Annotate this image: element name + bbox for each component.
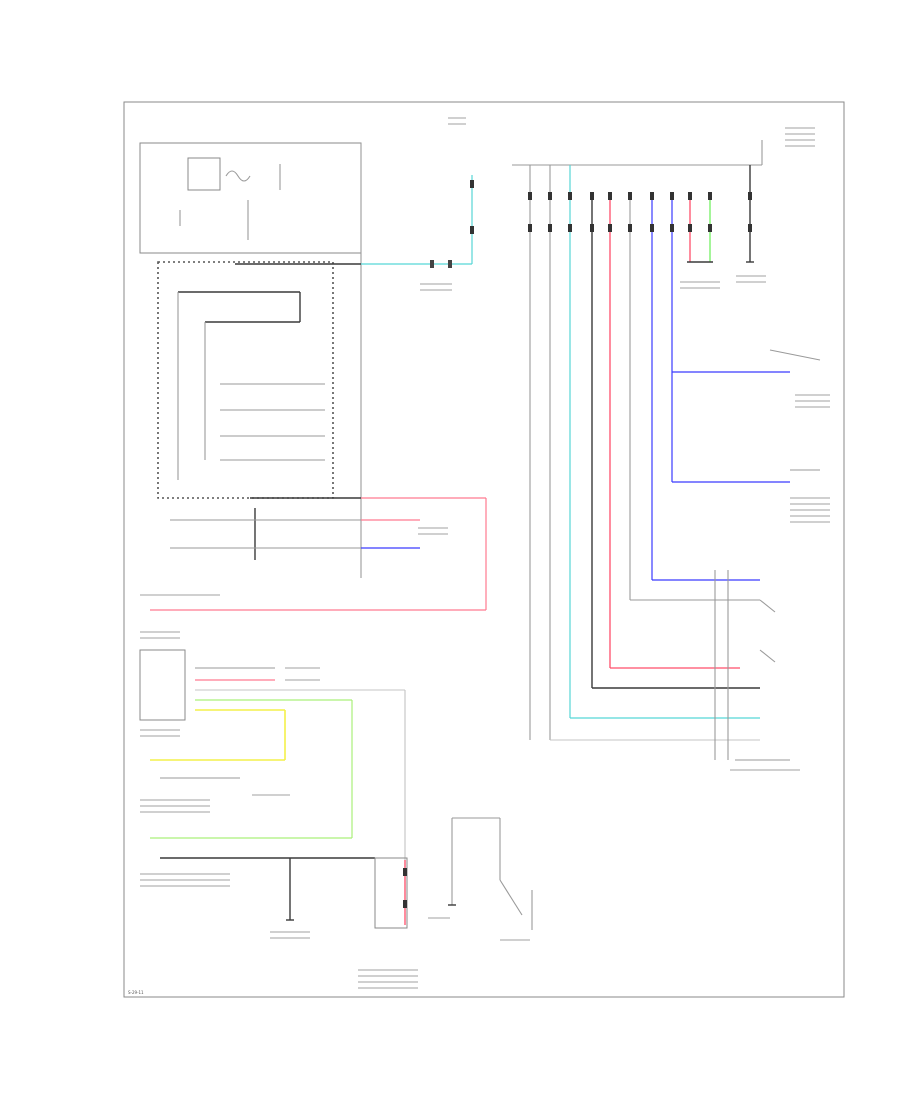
bottom-relay <box>374 817 533 930</box>
gauge-control-module <box>139 142 362 578</box>
pink-signal-loop <box>150 497 487 611</box>
switch-connector-harness <box>512 140 763 740</box>
lower-left-sensors <box>139 649 406 920</box>
connector-pins <box>403 180 752 908</box>
power-feed-circuit <box>361 175 473 268</box>
ground-symbols <box>286 261 754 921</box>
diagram-frame <box>123 101 845 998</box>
module-connector <box>170 497 361 560</box>
figure-id: S-29-11 <box>128 990 144 995</box>
annotation-marks <box>140 117 830 989</box>
right-switch-runs <box>550 349 821 761</box>
